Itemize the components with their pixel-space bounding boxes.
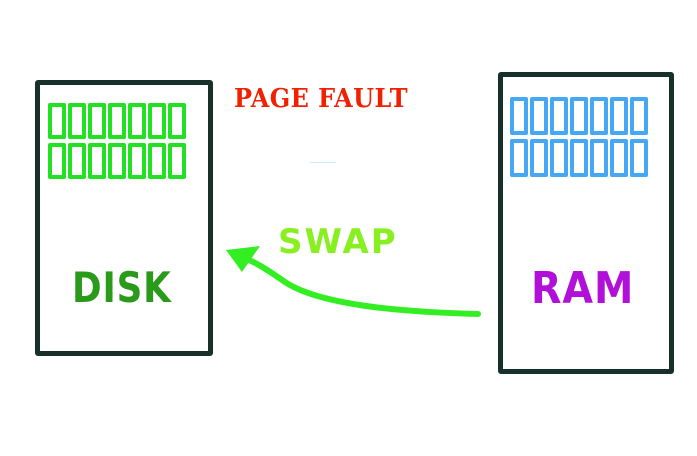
- disk-page: [108, 103, 126, 139]
- disk-page: [168, 143, 186, 179]
- decorative-line: [310, 162, 336, 163]
- ram-page: [550, 97, 568, 135]
- disk-page: [68, 143, 86, 179]
- ram-page-grid: [510, 97, 648, 177]
- ram-page: [610, 97, 628, 135]
- ram-page: [510, 139, 528, 177]
- swap-label: SWAP: [278, 222, 398, 262]
- disk-box: DISK: [35, 80, 213, 356]
- ram-page: [590, 97, 608, 135]
- disk-page: [48, 103, 66, 139]
- ram-page: [570, 139, 588, 177]
- disk-page: [68, 103, 86, 139]
- disk-page: [128, 143, 146, 179]
- disk-page: [168, 103, 186, 139]
- ram-page: [570, 97, 588, 135]
- disk-page: [108, 143, 126, 179]
- disk-page: [88, 103, 106, 139]
- ram-label: RAM: [531, 263, 635, 314]
- ram-page: [590, 139, 608, 177]
- page-fault-title: PAGE FAULT: [234, 84, 409, 114]
- ram-page: [510, 97, 528, 135]
- ram-page: [630, 97, 648, 135]
- disk-page-grid: [48, 103, 186, 179]
- ram-page: [550, 139, 568, 177]
- swap-arrow-shaft: [237, 253, 481, 317]
- ram-page: [610, 139, 628, 177]
- disk-page: [148, 103, 166, 139]
- disk-page: [48, 143, 66, 179]
- ram-page: [530, 97, 548, 135]
- disk-page: [128, 103, 146, 139]
- disk-page: [148, 143, 166, 179]
- disk-page: [88, 143, 106, 179]
- ram-page: [630, 139, 648, 177]
- swap-arrowhead-icon: [226, 246, 260, 272]
- ram-box: RAM: [498, 72, 674, 374]
- ram-page: [530, 139, 548, 177]
- disk-label: DISK: [72, 263, 172, 312]
